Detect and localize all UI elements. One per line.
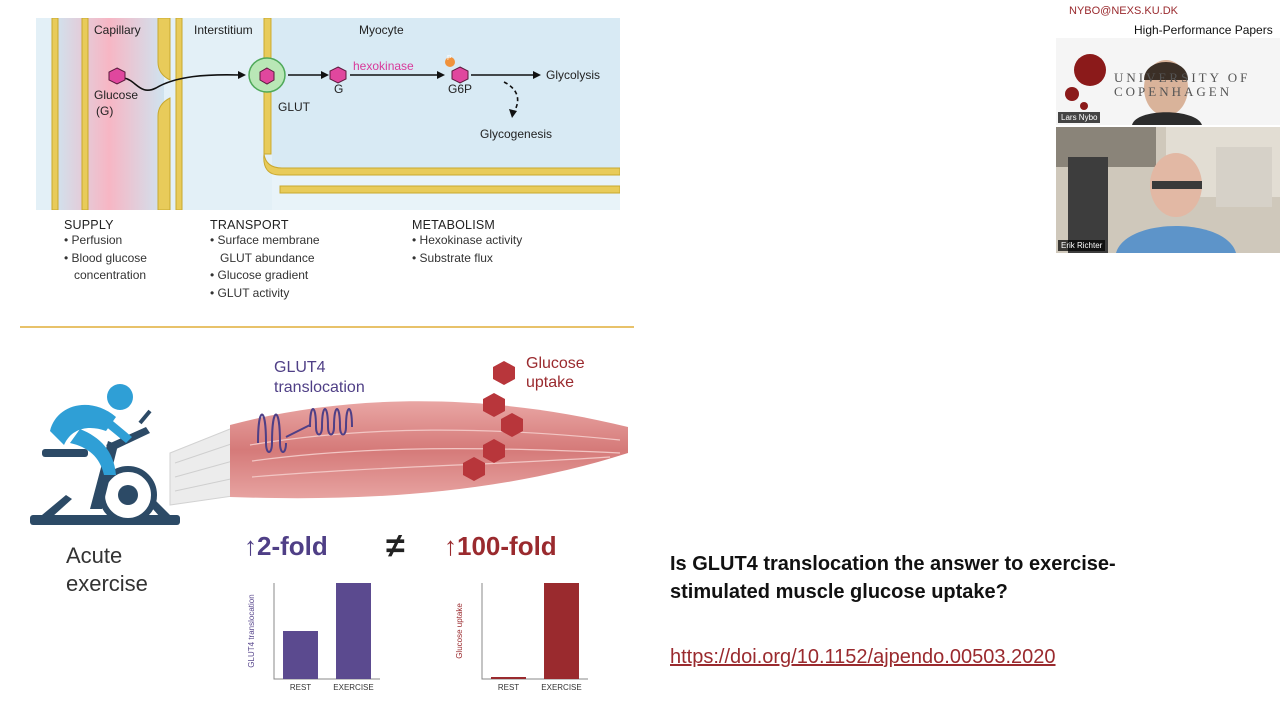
supply-column: SUPPLY • Perfusion • Blood glucose conce…: [64, 218, 147, 285]
capillary-label: Capillary: [94, 23, 141, 37]
transport-item: • Glucose gradient: [210, 268, 309, 282]
interstitium-label: Interstitium: [194, 23, 253, 37]
chart-tick-label: REST: [498, 683, 519, 692]
acute-label: Acute: [66, 543, 123, 568]
chart-bar: [283, 631, 318, 679]
glut-label: GLUT: [278, 100, 311, 114]
hexokinase-label: hexokinase: [353, 59, 414, 73]
fold-left-label: ↑2-fold: [244, 531, 328, 561]
chart-tick-label: REST: [290, 683, 311, 692]
glut4-label: GLUT4: [274, 359, 326, 376]
chart-bar: [491, 677, 526, 679]
question-line: stimulated muscle glucose uptake?: [670, 581, 1008, 603]
cyclist-icon: [30, 384, 180, 525]
chart-ylabel: GLUT4 translocation: [247, 594, 256, 667]
presenter-tagline: High-Performance Papers: [1134, 23, 1273, 37]
chart-ylabel: Glucose uptake: [455, 603, 464, 659]
glycogenesis-label: Glycogenesis: [480, 127, 553, 141]
phosphate-label: P: [447, 55, 452, 62]
participant-name: Lars Nybo: [1058, 112, 1101, 123]
fold-right-label: ↑100-fold: [444, 531, 557, 561]
section-divider: [20, 326, 634, 328]
transport-item: GLUT abundance: [210, 250, 315, 265]
metabolism-column: METABOLISM • Hexokinase activity • Subst…: [412, 218, 522, 267]
chart-tick-label: EXERCISE: [333, 683, 373, 692]
video-feed: [1056, 38, 1280, 125]
glucose-uptake-label: Glucose: [526, 355, 585, 372]
chart-bar: [544, 583, 579, 679]
muscle-illustration: [30, 361, 628, 525]
university-logo-text: UNIVERSITY OF: [1114, 70, 1251, 85]
transport-item: • GLUT activity: [210, 285, 290, 300]
g6p-label: G6P: [448, 82, 473, 96]
supply-item: • Perfusion: [64, 233, 123, 247]
transport-column: TRANSPORT • Surface membrane GLUT abunda…: [210, 218, 320, 302]
video-feed: [1056, 127, 1280, 253]
g-label: G: [334, 82, 344, 96]
chart-bar: [336, 583, 371, 679]
metabolism-title: METABOLISM: [412, 218, 496, 232]
glucose-abbrev-label: (G): [96, 104, 114, 118]
question-text: Is GLUT4 translocation the answer to exe…: [670, 550, 1116, 606]
participant-name: Erik Richter: [1058, 240, 1106, 251]
supply-item: concentration: [64, 268, 147, 282]
video-tile-lars[interactable]: UNIVERSITY OF COPENHAGEN Lars Nybo: [1056, 38, 1280, 125]
metabolism-item: • Substrate flux: [412, 250, 493, 265]
question-line: Is GLUT4 translocation the answer to exe…: [670, 553, 1116, 575]
supply-item: • Blood glucose: [64, 250, 147, 265]
exercise-figure: GLUT4 translocation Glucose uptake Acute…: [20, 345, 635, 695]
doi-link[interactable]: https://doi.org/10.1152/ajpendo.00503.20…: [670, 646, 1056, 668]
video-tile-erik[interactable]: Erik Richter: [1056, 127, 1280, 253]
glucose-label: Glucose: [94, 88, 139, 102]
exercise-label: exercise: [66, 571, 148, 596]
myocyte-label: Myocyte: [359, 23, 404, 37]
transport-item: • Surface membrane: [210, 233, 320, 247]
uptake-label: uptake: [526, 374, 575, 391]
not-equal-symbol: ≠: [386, 527, 405, 565]
glucose-pathway-diagram: Capillary Interstitium Myocyte Glucose (…: [36, 17, 621, 211]
presenter-email: NYBO@NEXS.KU.DK: [1069, 5, 1178, 17]
pathway-illustration: [36, 17, 621, 211]
metabolism-item: • Hexokinase activity: [412, 233, 523, 247]
glycolysis-label: Glycolysis: [546, 68, 601, 82]
transport-title: TRANSPORT: [210, 218, 289, 232]
translocation-label: translocation: [274, 379, 365, 396]
chart-tick-label: EXERCISE: [541, 683, 581, 692]
supply-title: SUPPLY: [64, 218, 114, 232]
university-logo-text-2: COPENHAGEN: [1114, 84, 1233, 99]
